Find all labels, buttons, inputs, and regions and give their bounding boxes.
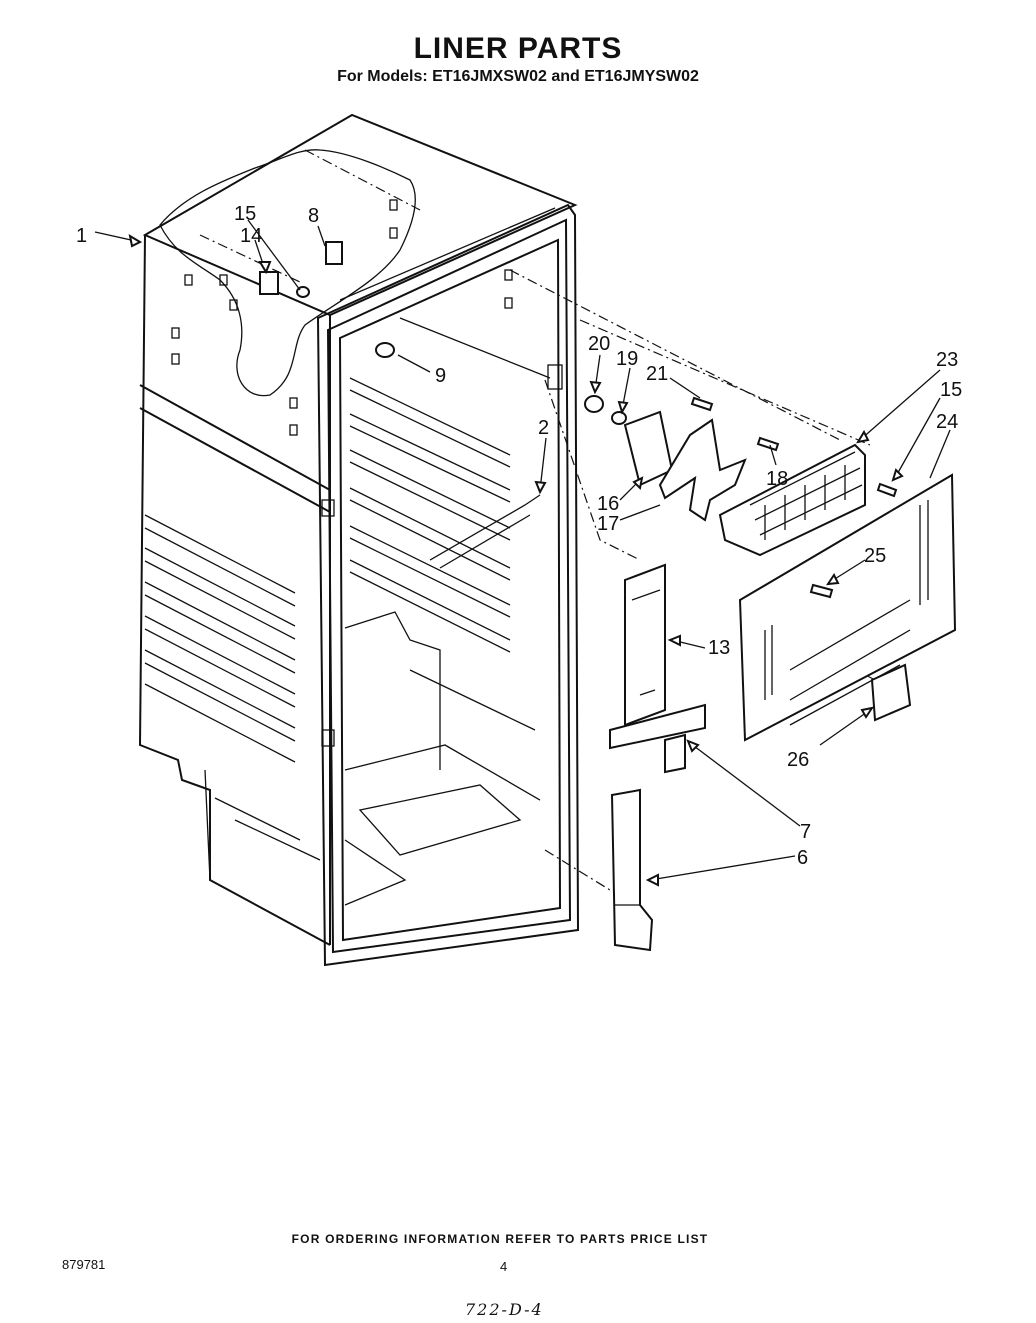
part-label-15-top: 15 xyxy=(234,203,256,225)
part-9-shape xyxy=(375,342,395,358)
part-17-shape xyxy=(658,418,747,522)
handwritten-code: 722-D-4 xyxy=(465,1300,544,1319)
part-label-23: 23 xyxy=(936,349,958,371)
part-16-shape xyxy=(623,410,674,487)
part-label-25: 25 xyxy=(864,545,886,567)
part-label-16: 16 xyxy=(597,493,619,515)
page-title: LINER PARTS xyxy=(413,32,623,65)
part-14-shape xyxy=(259,271,279,295)
document-number: 879781 xyxy=(62,1257,106,1272)
part-8-shape xyxy=(325,241,343,265)
part-label-21: 21 xyxy=(646,363,668,385)
part-label-18: 18 xyxy=(766,468,788,490)
part-label-19: 19 xyxy=(616,348,638,370)
part-label-13: 13 xyxy=(708,637,730,659)
part-label-20: 20 xyxy=(588,333,610,355)
model-subtitle: For Models: ET16JMXSW02 and ET16JMYSW02 xyxy=(337,68,699,85)
part-label-17: 17 xyxy=(597,513,619,535)
part-label-8: 8 xyxy=(308,205,319,227)
part-label-9: 9 xyxy=(435,365,446,387)
part-13-duct xyxy=(624,563,666,727)
ordering-note: FOR ORDERING INFORMATION REFER TO PARTS … xyxy=(291,1232,709,1246)
part-21-shape xyxy=(690,396,714,412)
part-15b-shape xyxy=(876,482,898,498)
part-25-shape xyxy=(809,583,834,599)
part-7-bracket xyxy=(609,703,706,774)
part-6-duct xyxy=(610,788,654,952)
part-label-15-right: 15 xyxy=(940,379,962,401)
part-label-6: 6 xyxy=(797,847,808,869)
part-19-shape xyxy=(611,411,627,425)
part-label-2: 2 xyxy=(538,417,549,439)
part-label-26: 26 xyxy=(787,749,809,771)
leader-lines xyxy=(94,219,951,887)
part-20-shape xyxy=(584,395,604,413)
part-label-24: 24 xyxy=(936,411,958,433)
page-number: 4 xyxy=(500,1259,508,1274)
part-label-1: 1 xyxy=(76,225,87,247)
part-label-7: 7 xyxy=(800,821,811,843)
part-label-14: 14 xyxy=(240,225,262,247)
part-23-shroud xyxy=(718,443,866,557)
part-26-shape xyxy=(870,663,912,722)
front-frame xyxy=(316,203,580,967)
part-18-shape xyxy=(756,436,780,452)
